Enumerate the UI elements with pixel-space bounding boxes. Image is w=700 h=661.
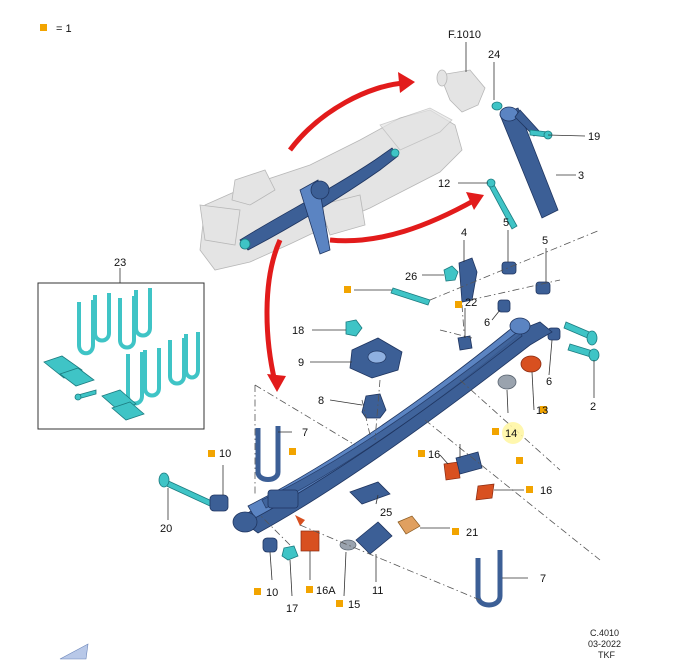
bush-10b (262, 537, 278, 553)
callout-2: 2 (590, 401, 596, 413)
bolt-12 (486, 178, 518, 230)
legend-text: = 1 (56, 23, 72, 35)
footer-code-number: C.4010 (590, 628, 619, 638)
callout-5a: 5 (503, 217, 509, 229)
callout-13: 13 (536, 405, 548, 417)
bush-10a (209, 494, 229, 512)
callout-7b: 7 (540, 573, 546, 585)
leaf-clip-bracket (455, 335, 483, 475)
callout-10b: 10 (266, 587, 278, 599)
callout-3: 3 (578, 170, 584, 182)
footer-initials: TKF (598, 650, 616, 660)
callout-6b: 6 (546, 376, 552, 388)
shock-absorber (499, 106, 559, 219)
callout-6a: 6 (484, 317, 490, 329)
callout-22: 22 (465, 297, 477, 309)
bushings-6 (497, 299, 561, 341)
bracket-16a (443, 461, 461, 481)
installed-assembly (239, 147, 400, 255)
callout-16a: 16 (428, 449, 440, 461)
callout-5b: 5 (542, 235, 548, 247)
callout-23: 23 (114, 257, 126, 269)
callout-20: 20 (160, 523, 172, 535)
pad-13-14 (497, 355, 542, 390)
u-bolt-7a (255, 426, 281, 482)
reference-label: F.1010 (448, 29, 481, 41)
callout-16b: 16 (540, 485, 552, 497)
callout-10a: 10 (219, 448, 231, 460)
shock-mount-bracket (436, 69, 503, 113)
orange-markers (208, 286, 547, 607)
plate-25 (349, 481, 391, 505)
callout-18: 18 (292, 325, 304, 337)
spacer-16A (300, 530, 320, 552)
callout-12: 12 (438, 178, 450, 190)
callout-16A: 16A (316, 585, 336, 597)
leaf-spring (232, 317, 553, 534)
callout-24: 24 (488, 49, 500, 61)
mounting-plate-9 (349, 337, 403, 379)
callout-4: 4 (461, 227, 467, 239)
nut-26 (443, 265, 459, 282)
washer-15 (339, 539, 357, 551)
callout-19: 19 (588, 131, 600, 143)
spacer-11 (355, 521, 393, 555)
callout-7a: 7 (302, 427, 308, 439)
callout-8: 8 (318, 395, 324, 407)
footer-date: 03-2022 (588, 639, 621, 649)
bracket-16b (475, 483, 495, 501)
bracket-4 (458, 257, 478, 303)
callout-17: 17 (286, 603, 298, 615)
callout-14: 14 (505, 428, 517, 440)
u-bolt-kit-inset (37, 282, 205, 430)
legend: = 1 (40, 23, 72, 35)
bolt-22 (390, 287, 431, 306)
nut-17 (281, 545, 299, 561)
corner-marker (59, 643, 89, 660)
callout-25: 25 (380, 507, 392, 519)
footer-code: C.4010 03-2022 TKF (588, 628, 621, 660)
nut-18 (345, 319, 363, 337)
callout-21: 21 (466, 527, 478, 539)
callout-15: 15 (348, 599, 360, 611)
legend-marker (40, 24, 47, 31)
callout-labels: F.1010 24 19 3 12 4 5 5 26 22 6 6 2 13 1… (114, 29, 600, 615)
bushings-5 (501, 261, 551, 295)
small-bracket (295, 515, 305, 526)
bolt-19 (529, 129, 553, 140)
plate-21 (397, 515, 421, 535)
highlight-glow (502, 422, 524, 444)
callout-9: 9 (298, 357, 304, 369)
bolt-20 (158, 472, 215, 508)
leader-lines (119, 42, 595, 597)
indicator-arrows (264, 72, 484, 392)
callout-26: 26 (405, 271, 417, 283)
u-bolt-7b (475, 550, 503, 608)
callout-11: 11 (372, 585, 383, 597)
shackle-2 (563, 321, 600, 362)
